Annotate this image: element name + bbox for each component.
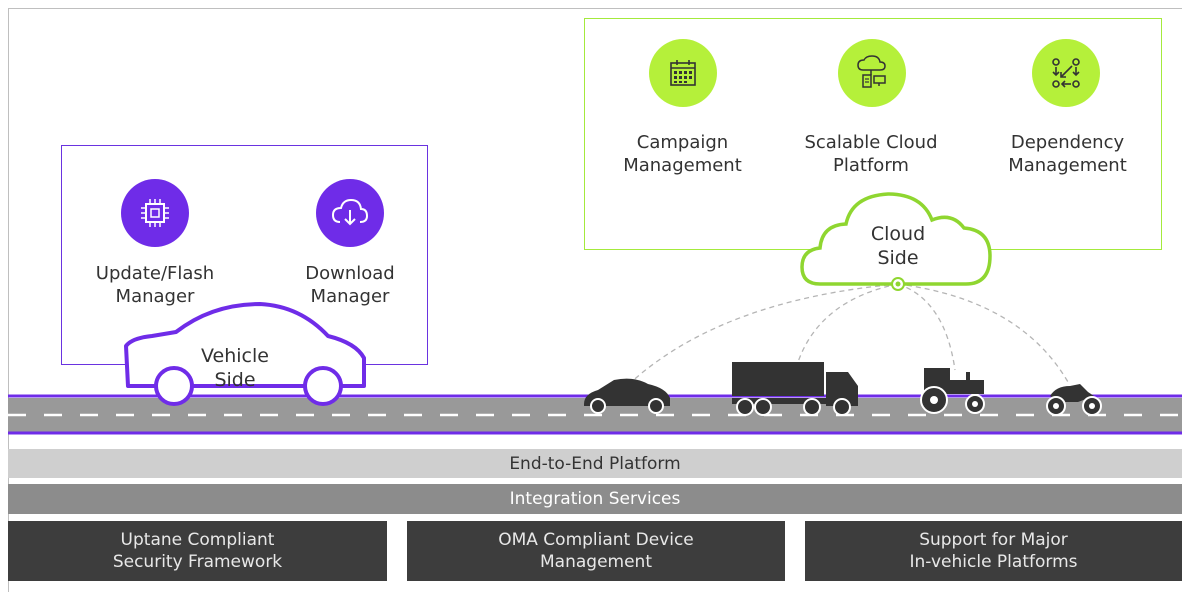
end-to-end-platform-label: End-to-End Platform xyxy=(509,453,681,474)
feature-in-vehicle-platforms: Support for Major In-vehicle Platforms xyxy=(805,521,1182,581)
download-manager-label: Download Manager xyxy=(305,263,395,307)
dependency-management-label: Dependency Management xyxy=(1008,132,1127,176)
vehicle-side-car xyxy=(124,302,366,406)
truck-icon xyxy=(732,362,858,416)
feature-uptane-security: Uptane Compliant Security Framework xyxy=(8,521,387,581)
update-flash-manager-label: Update/Flash Manager xyxy=(95,263,215,307)
cloud-side-shape xyxy=(800,192,992,286)
cloud-side-title: Cloud Side xyxy=(870,223,926,269)
connection-links xyxy=(627,283,1069,386)
chip-icon xyxy=(121,179,189,247)
integration-services-bar: Integration Services xyxy=(8,484,1182,514)
feature-oma-device-management: OMA Compliant Device Management xyxy=(407,521,785,581)
end-to-end-platform-bar: End-to-End Platform xyxy=(8,449,1182,478)
calendar-icon xyxy=(649,39,717,107)
vehicle-side-title: Vehicle Side xyxy=(201,345,269,391)
feature-label: OMA Compliant Device Management xyxy=(498,530,694,572)
tractor-icon xyxy=(920,368,985,414)
cloud-devices-icon xyxy=(838,39,906,107)
feature-label: Uptane Compliant Security Framework xyxy=(112,530,283,572)
dependency-flow-icon xyxy=(1032,39,1100,107)
campaign-management-label: Campaign Management xyxy=(623,132,742,176)
motorcycle-icon xyxy=(1046,384,1102,416)
scalable-cloud-platform-label: Scalable Cloud Platform xyxy=(804,132,938,176)
sports-car-icon xyxy=(584,378,670,414)
feature-label: Support for Major In-vehicle Platforms xyxy=(909,530,1078,572)
integration-services-label: Integration Services xyxy=(509,489,681,509)
diagram-frame xyxy=(8,8,1182,592)
cloud-download-icon xyxy=(316,179,384,247)
